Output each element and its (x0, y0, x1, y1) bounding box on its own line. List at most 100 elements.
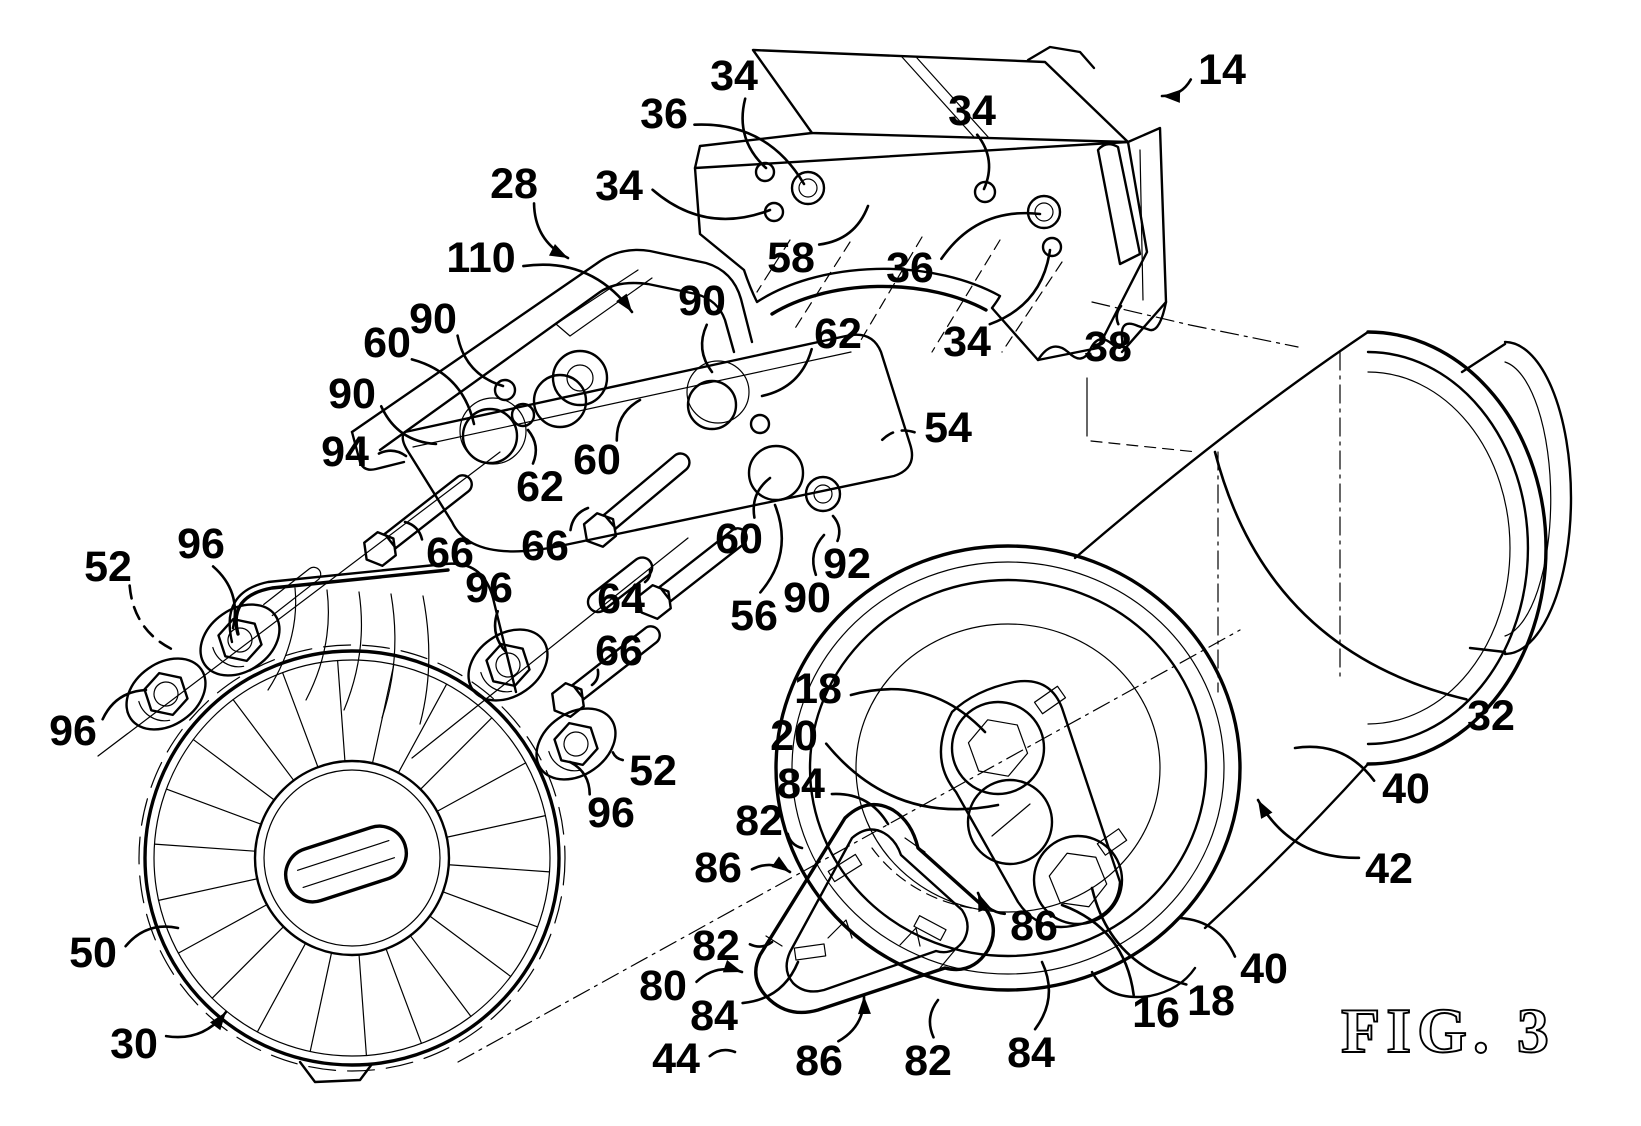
ref-label-56-25: 56 (730, 503, 784, 640)
leader-line (849, 687, 987, 734)
ref-number-96: 96 (465, 564, 513, 612)
ref-label-36-2: 36 (640, 90, 806, 186)
ref-label-86-48: 86 (976, 891, 1058, 950)
ref-number-34: 34 (943, 318, 991, 366)
ref-number-96: 96 (587, 789, 635, 837)
ref-number-44: 44 (652, 1035, 700, 1083)
ref-number-60: 60 (715, 515, 763, 563)
ref-label-82-41: 82 (692, 922, 774, 970)
leader-line (1213, 450, 1468, 701)
ref-label-30-35: 30 (110, 1010, 228, 1068)
leader-line (532, 202, 570, 260)
ref-number-84: 84 (690, 992, 738, 1040)
leader-line (569, 506, 590, 532)
leader-line (830, 792, 890, 826)
leader-line (410, 358, 476, 426)
ref-label-36-8: 36 (886, 211, 1042, 292)
leader-line (1060, 903, 1135, 997)
ref-number-82: 82 (735, 797, 783, 845)
ref-label-82-39: 82 (735, 797, 804, 850)
leader-line (741, 960, 800, 1005)
leader-arrowhead (857, 996, 871, 1015)
leader-line (831, 514, 841, 543)
ref-label-16-49: 16 (1060, 903, 1180, 1037)
ref-number-20: 20 (770, 712, 818, 760)
leader-line (988, 248, 1052, 326)
ref-label-86-45: 86 (795, 994, 871, 1085)
leader-line (1115, 304, 1123, 326)
ref-label-18-36: 18 (794, 665, 987, 734)
ref-label-34-1: 34 (710, 52, 768, 170)
ref-label-82-46: 82 (904, 998, 952, 1085)
ref-label-52-29: 52 (84, 543, 180, 654)
ref-label-50-34: 50 (69, 925, 180, 977)
leader-arrowhead (209, 1012, 226, 1031)
upper-mounting-bracket (693, 45, 1168, 362)
leader-line (812, 533, 826, 577)
leader-line (693, 123, 806, 186)
ref-number-28: 28 (490, 160, 538, 208)
ref-number-90: 90 (678, 277, 726, 325)
leader-line (377, 449, 408, 458)
ref-number-86: 86 (1010, 902, 1058, 950)
ref-number-40: 40 (1240, 945, 1288, 993)
leader-line (700, 323, 714, 374)
ref-label-90-11: 90 (409, 295, 505, 388)
leader-arrowhead (978, 893, 991, 913)
ref-label-66-22: 66 (521, 506, 590, 570)
ref-label-34-4: 34 (948, 87, 996, 191)
leader-line (1293, 745, 1376, 782)
leader-line (101, 688, 148, 721)
stud-52 (263, 566, 322, 617)
mounting-plate (401, 333, 914, 553)
leader-line (940, 211, 1042, 261)
ref-label-52-32: 52 (610, 747, 677, 795)
ref-number-42: 42 (1365, 845, 1413, 893)
ref-label-54-19: 54 (880, 404, 972, 452)
ref-number-36: 36 (640, 90, 688, 138)
ref-number-30: 30 (110, 1020, 158, 1068)
leader-line (1090, 886, 1188, 986)
ref-number-40: 40 (1382, 765, 1430, 813)
leader-line (643, 568, 652, 584)
motor-cooling-ribs (153, 659, 551, 1057)
ref-number-66: 66 (595, 627, 643, 675)
ref-label-66-21: 66 (403, 520, 474, 577)
leader-line (759, 503, 784, 594)
ref-label-90-13: 90 (328, 370, 438, 446)
ref-label-32-54: 32 (1213, 450, 1515, 740)
ref-label-96-30: 96 (49, 688, 148, 755)
dowel-pin-64 (586, 556, 654, 614)
leader-arrowhead (616, 293, 632, 312)
leader-line (403, 520, 424, 541)
ref-number-84: 84 (777, 760, 825, 808)
gear-housing-and-tube (774, 330, 1573, 999)
ref-label-58-7: 58 (767, 204, 870, 282)
leader-line (456, 334, 505, 388)
leader-arrowhead (1258, 800, 1273, 819)
ref-number-90: 90 (783, 574, 831, 622)
ref-label-64-23: 64 (597, 568, 652, 623)
ref-number-84: 84 (1007, 1029, 1055, 1077)
ref-number-66: 66 (426, 529, 474, 577)
leader-line (817, 204, 870, 246)
ref-label-90-17: 90 (678, 277, 726, 374)
ref-number-50: 50 (69, 929, 117, 977)
ref-label-84-38: 84 (777, 760, 890, 826)
ref-label-34-3: 34 (595, 162, 772, 221)
ref-label-42-52: 42 (1256, 798, 1413, 893)
leader-line (708, 1048, 737, 1058)
ref-label-18-50: 18 (1090, 886, 1235, 1025)
ref-number-60: 60 (363, 319, 411, 367)
ref-number-58: 58 (767, 234, 815, 282)
ref-label-86-40: 86 (694, 844, 792, 892)
leader-line (610, 748, 625, 762)
ref-label-62-15: 62 (516, 428, 564, 511)
figure-caption: FIG. 3 (1341, 995, 1555, 1066)
ref-label-40-53: 40 (1293, 745, 1430, 813)
ref-number-16: 16 (1132, 989, 1180, 1037)
ref-label-96-31: 96 (465, 564, 513, 654)
ref-number-38: 38 (1084, 323, 1132, 371)
